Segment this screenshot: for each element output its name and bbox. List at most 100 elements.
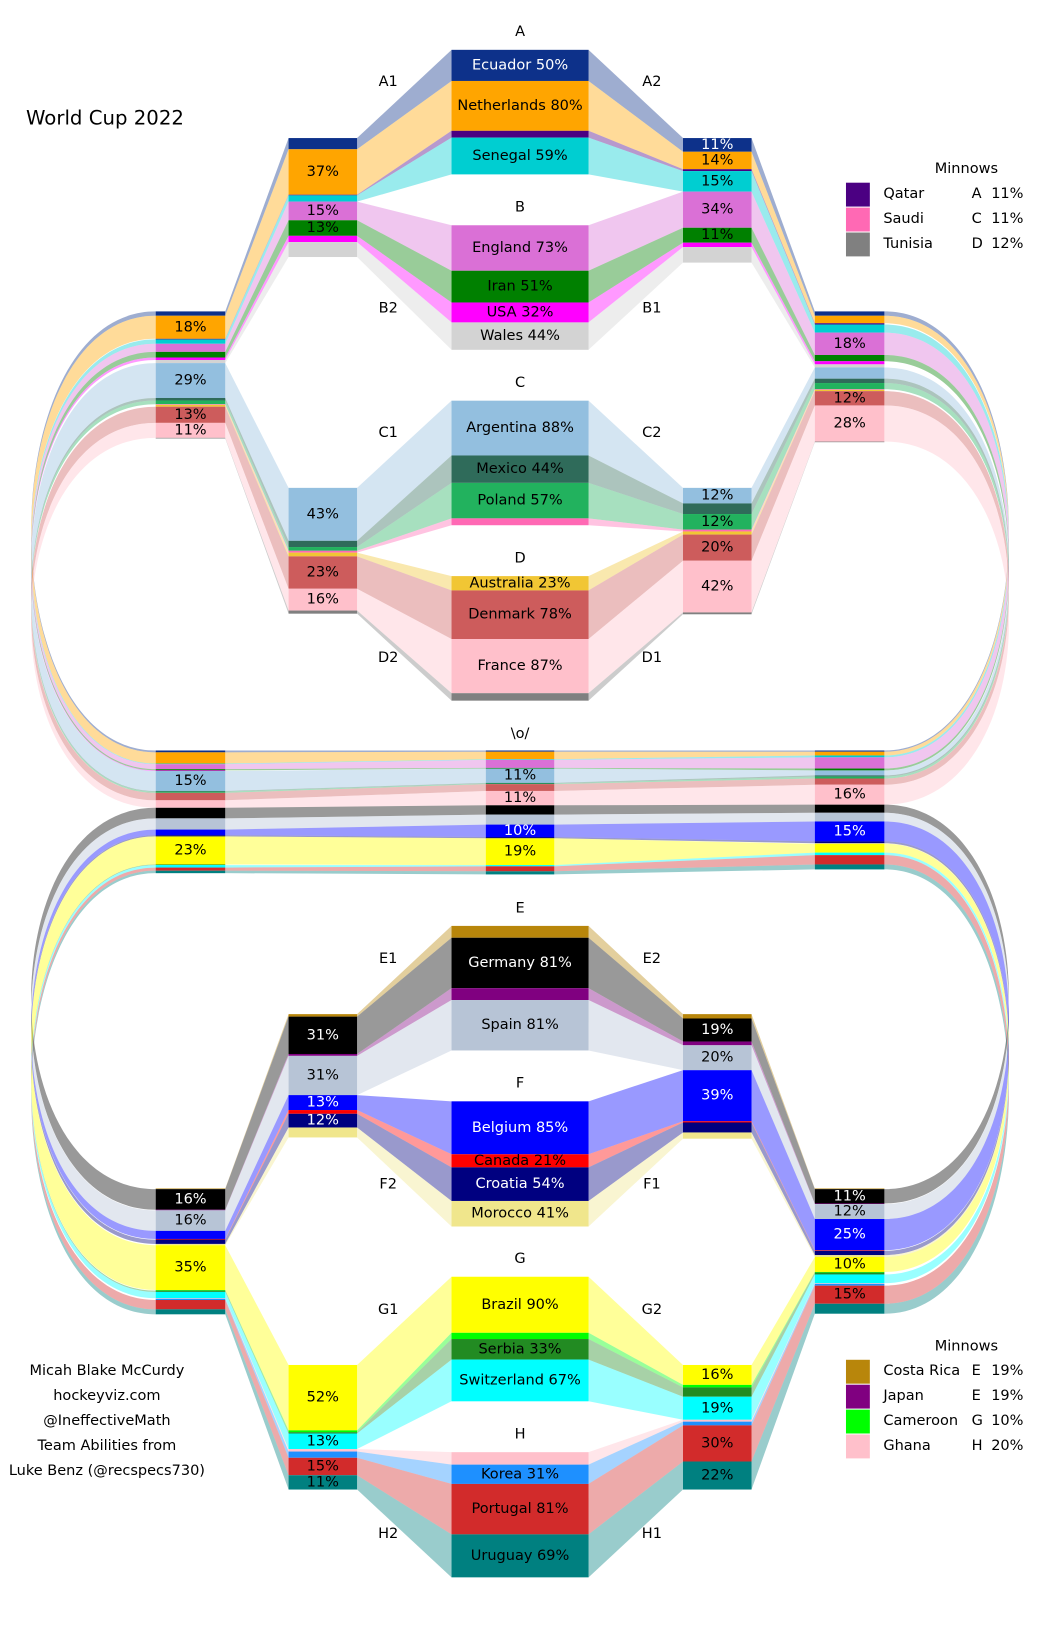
legend-group: E xyxy=(972,1388,981,1404)
slot-label: F2 xyxy=(379,1176,397,1192)
segment-label: 29% xyxy=(174,373,206,389)
flow-band-senegal xyxy=(225,759,486,765)
bar-segment-denmark xyxy=(288,556,358,589)
bar-segment-iran xyxy=(485,767,555,769)
bar-segment-mexico xyxy=(814,775,885,777)
flow-band-croatia xyxy=(225,835,486,839)
slot-label: E1 xyxy=(379,951,397,967)
segment-label: 37% xyxy=(307,164,339,180)
group-team-label: Morocco 41% xyxy=(471,1206,569,1222)
bar-segment-usa xyxy=(683,242,752,248)
segment-label: 15% xyxy=(307,203,339,219)
flow-band-belgium xyxy=(357,1095,452,1155)
flow-band-argentina xyxy=(554,768,815,783)
bar-segment-portugal xyxy=(155,867,226,871)
bar-segment-ghana xyxy=(814,1283,885,1284)
bar-segment-germany xyxy=(814,804,885,813)
group-team-label: Argentina 88% xyxy=(466,420,574,436)
bar-segment-morocco xyxy=(155,1243,226,1246)
segment-label: 10% xyxy=(504,823,536,839)
flow-band-costa-rica xyxy=(225,1014,289,1190)
bar-segment-argentina xyxy=(814,770,885,776)
bar-segment-poland xyxy=(155,400,226,405)
flow-band-poland xyxy=(357,482,452,551)
bar-segment-argentina xyxy=(683,487,752,504)
bar-segment-saudi xyxy=(288,550,358,553)
flow-band-switzerland xyxy=(588,1359,684,1420)
bar-segment-argentina xyxy=(288,487,358,541)
flow-band-germany xyxy=(225,1016,289,1210)
flow-band-portugal xyxy=(225,866,486,872)
bar-segment-usa xyxy=(451,302,589,323)
legend-group: E xyxy=(972,1363,981,1379)
slot-label: H1 xyxy=(642,1526,662,1542)
bar-segment-wales xyxy=(814,364,885,368)
bar-segment-canada xyxy=(814,1250,885,1251)
bar-segment-denmark xyxy=(155,792,226,801)
flow-band-qatar xyxy=(357,130,452,196)
flow-band-croatia xyxy=(554,837,815,844)
legend-swatch xyxy=(845,207,870,232)
bar-segment-croatia xyxy=(288,1113,358,1128)
bar-segment-saudi xyxy=(814,389,885,390)
flow-band-japan xyxy=(225,1053,289,1211)
legend-team: Qatar xyxy=(883,186,924,202)
bar-segment-iran xyxy=(288,220,358,236)
segment-label: 43% xyxy=(307,506,339,522)
group-team-label: England 73% xyxy=(472,240,568,256)
bar-segment-ecuador xyxy=(814,311,885,316)
flow-band-senegal xyxy=(554,755,815,760)
bar-segment-australia xyxy=(683,531,752,535)
segment-label: 18% xyxy=(174,319,206,335)
bar-segment-senegal xyxy=(814,324,885,333)
bar-segment-switzerland xyxy=(155,1291,226,1299)
legend-percent: 19% xyxy=(991,1388,1023,1404)
bar-segment-saudi xyxy=(155,404,226,405)
bar-segment-serbia xyxy=(155,1290,226,1292)
bar-segment-denmark xyxy=(155,406,226,423)
probability-bars xyxy=(155,49,885,1578)
bar-segment-senegal xyxy=(683,171,752,192)
legend-percent: 12% xyxy=(991,236,1023,252)
bar-segment-poland xyxy=(451,482,589,519)
segment-label: 16% xyxy=(307,592,339,608)
flow-band-france xyxy=(225,790,486,808)
bar-segment-japan xyxy=(451,988,589,1001)
bar-segment-england xyxy=(155,343,226,352)
segment-label: 52% xyxy=(307,1390,339,1406)
segment-label: 11% xyxy=(701,227,733,243)
flow-band-brazil xyxy=(751,1257,815,1385)
bar-segment-england xyxy=(485,759,555,768)
bar-segment-japan xyxy=(288,1053,358,1056)
flow-band-ecuador xyxy=(225,750,486,753)
bar-segment-cameroon xyxy=(155,1290,226,1291)
bar-segment-belgium xyxy=(155,829,226,836)
flow-band-ecuador xyxy=(751,138,815,316)
group-team-label: Canada 21% xyxy=(474,1153,566,1169)
group-team-label: Senegal 59% xyxy=(472,148,567,164)
bar-segment-qatar xyxy=(451,130,589,138)
flow-band-mexico xyxy=(225,782,486,792)
segment-label: 18% xyxy=(833,336,865,352)
flow-band-spain xyxy=(225,814,486,830)
flow-band-australia xyxy=(225,404,289,557)
flow-band-usa xyxy=(751,242,815,365)
group-team-label: Serbia 33% xyxy=(478,1341,561,1357)
bar-segment-iran xyxy=(155,769,226,771)
bar-segment-australia xyxy=(155,404,226,407)
credit-line: Team Abilities from xyxy=(36,1438,176,1454)
group-team-label: USA 32% xyxy=(487,304,554,320)
flow-band-belgium xyxy=(554,821,815,842)
flow-band-germany xyxy=(751,1018,815,1204)
flow-band-portugal xyxy=(751,1285,815,1462)
flow-band-morocco xyxy=(225,1127,289,1246)
bar-segment-costa-rica xyxy=(288,1014,358,1017)
bar-segment-uruguay xyxy=(288,1475,358,1490)
bar-segment-costa-rica xyxy=(155,1188,226,1190)
segment-label: 11% xyxy=(504,790,536,806)
segment-label: 15% xyxy=(174,773,206,789)
flow-band-canada xyxy=(357,1110,452,1168)
bar-segment-portugal xyxy=(451,1483,589,1535)
group-team-label: Brazil 90% xyxy=(481,1297,558,1313)
